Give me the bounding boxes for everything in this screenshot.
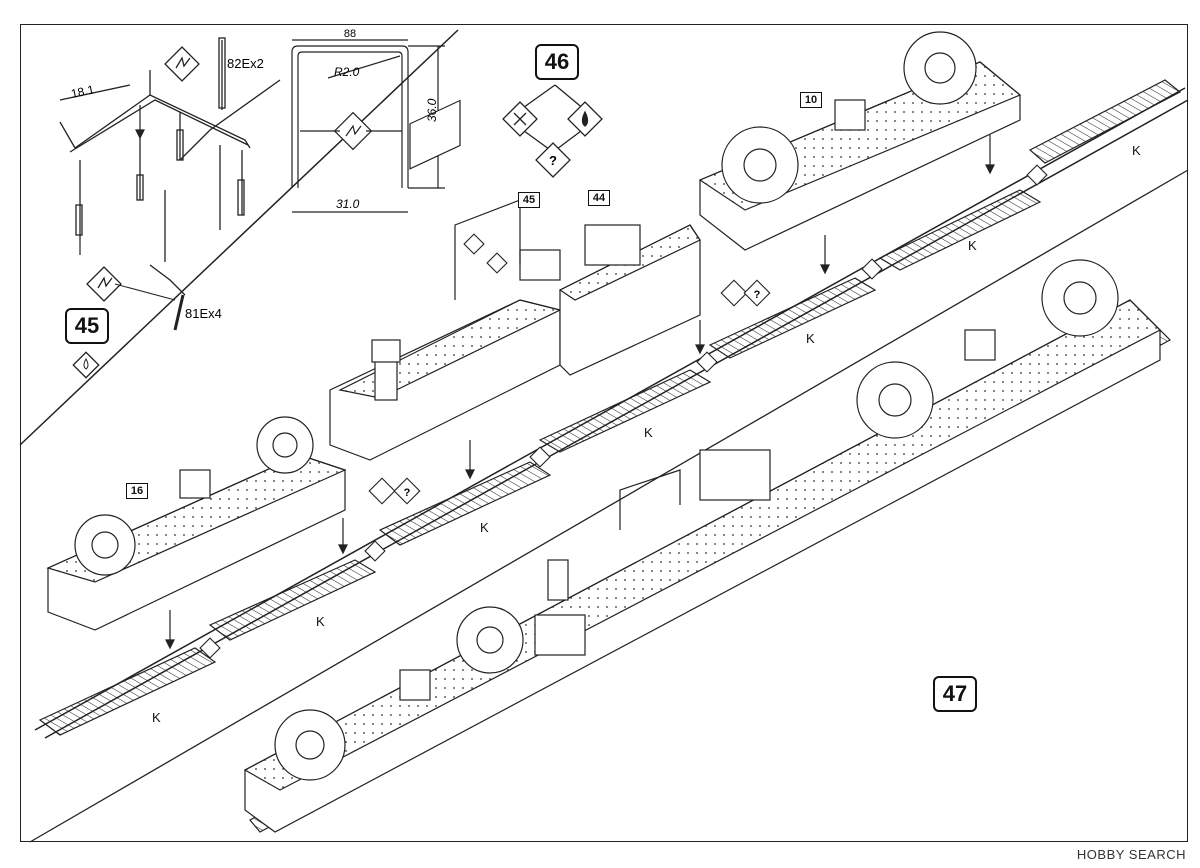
track-label: K <box>1132 143 1141 158</box>
bend-icon <box>86 266 122 302</box>
assembly-arrows <box>79 105 995 650</box>
inset-divider <box>19 29 459 446</box>
glue-icon <box>72 351 100 379</box>
track-label: K <box>644 425 653 440</box>
dim-radius: R2.0 <box>334 65 360 79</box>
bend-icon <box>164 46 200 82</box>
track-labels: K K K K K K K <box>152 143 1141 725</box>
handrail-detail <box>59 37 281 331</box>
part-number-16: 16 <box>126 483 148 499</box>
part-82-label: 82Ex2 <box>227 56 264 71</box>
step-number-46: 46 <box>535 44 579 80</box>
dim-height: 36.0 <box>425 98 439 122</box>
dim-span: 18.1 <box>70 82 96 101</box>
question-mark: ? <box>404 487 411 499</box>
step-divider <box>29 169 1189 843</box>
part-number-44: 44 <box>588 190 610 206</box>
part-number-10: 10 <box>800 92 822 108</box>
part-81-label: 81Ex4 <box>185 306 222 321</box>
track-label: K <box>152 710 161 725</box>
dimension-drawing <box>291 39 445 213</box>
part-number-45: 45 <box>518 192 540 208</box>
track-label: K <box>316 614 325 629</box>
upper-tracks <box>34 79 1189 739</box>
dim-width: 88 <box>344 28 356 40</box>
lower-train <box>243 259 1162 833</box>
sheet-frame <box>20 24 1188 842</box>
step-number-45: 45 <box>65 308 109 344</box>
dim-base: 31.0 <box>336 197 360 211</box>
step46-symbols <box>502 84 603 178</box>
question-mark: ? <box>754 289 761 301</box>
track-label: K <box>480 520 489 535</box>
track-label: K <box>968 238 977 253</box>
track-label: K <box>806 331 815 346</box>
glue-icon <box>199 164 1048 659</box>
upper-train <box>46 31 1022 631</box>
watermark: HOBBY SEARCH <box>1076 847 1186 862</box>
question-mark: ? <box>549 153 557 168</box>
step-number-47: 47 <box>933 676 977 712</box>
